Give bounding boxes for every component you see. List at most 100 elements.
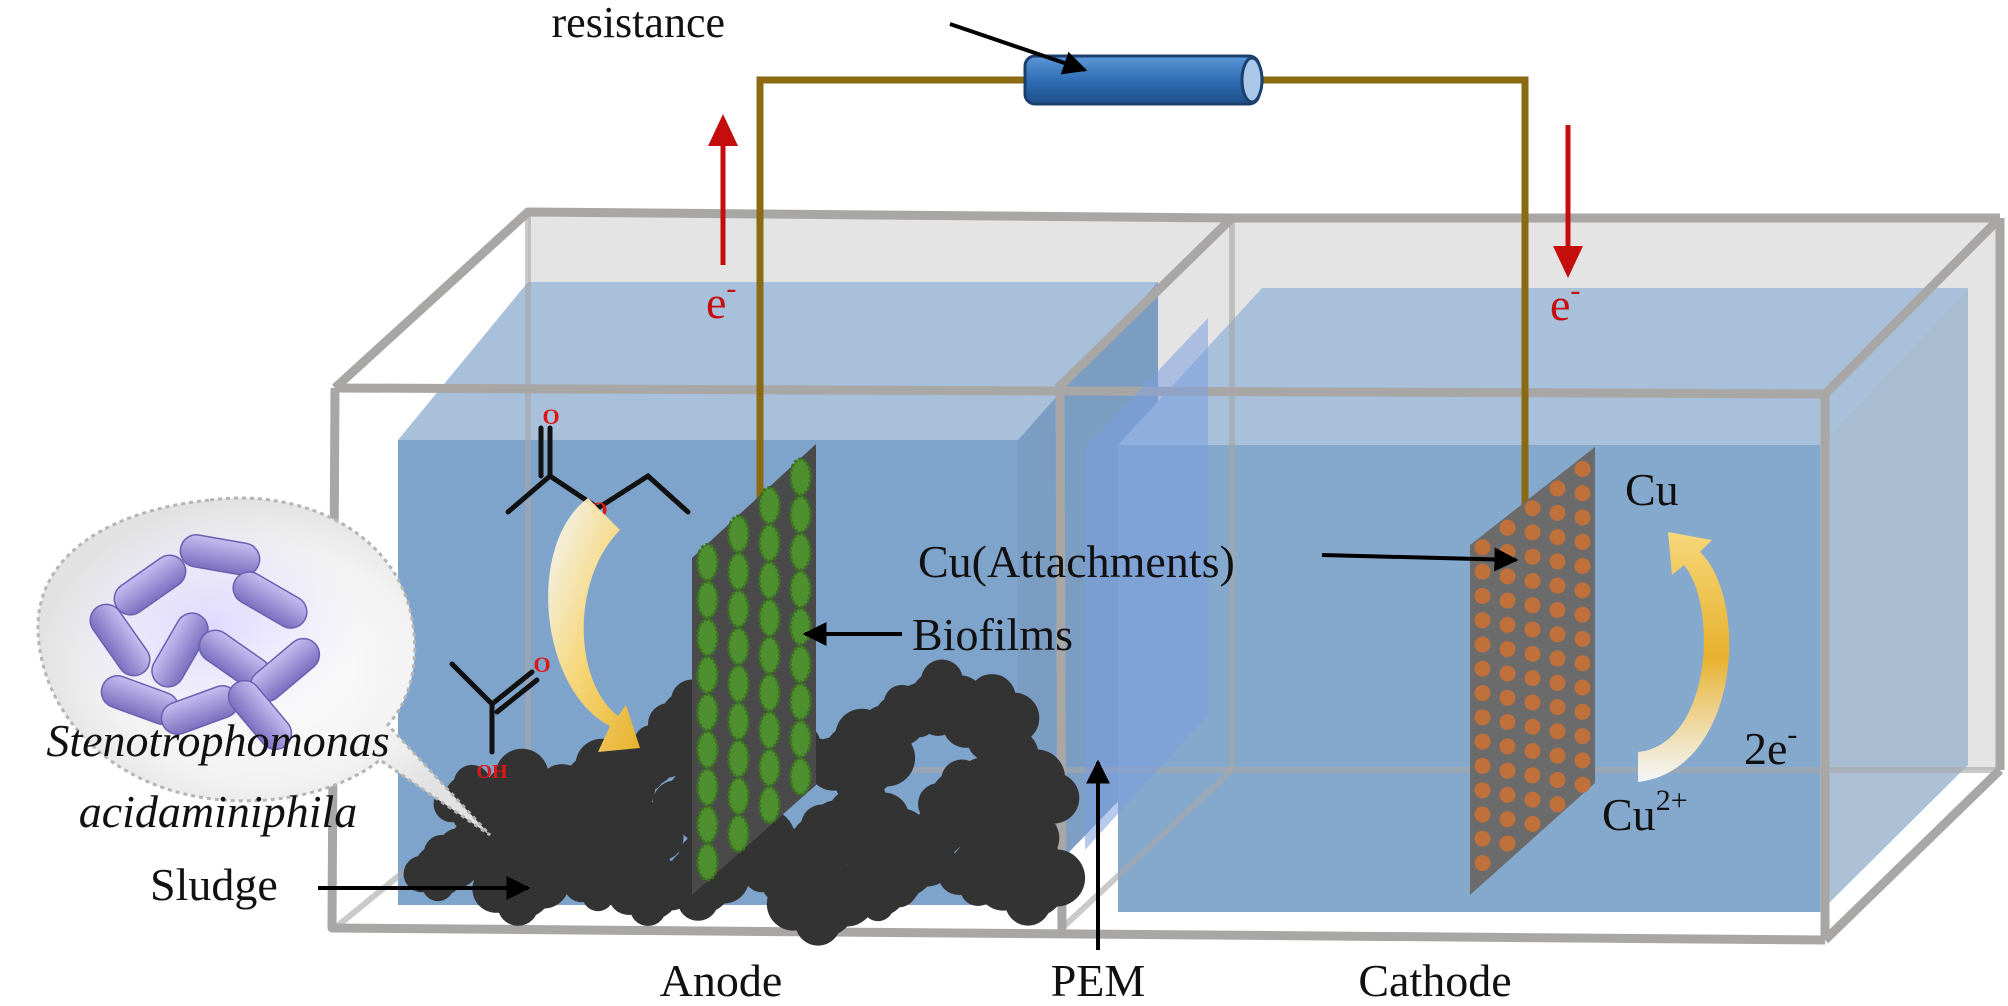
cu-deposit-dot — [1524, 791, 1541, 808]
biofilm-patch — [727, 776, 750, 816]
biofilm-patch — [758, 560, 781, 600]
ester-carbonyl-oxygen: O — [542, 404, 559, 429]
biofilm-patch — [789, 494, 812, 534]
cu-deposit-dot — [1524, 743, 1541, 759]
biofilm-patch — [696, 692, 719, 732]
cu-deposit-dot — [1499, 835, 1516, 852]
cu-deposit-dot — [1524, 500, 1541, 517]
biofilm-patch — [789, 569, 812, 609]
biofilm-patch — [789, 719, 812, 759]
biofilms-label: Biofilms — [912, 609, 1073, 660]
cu-ion-label: Cu2+ — [1602, 784, 1688, 840]
cu-deposit-dot — [1549, 480, 1566, 497]
biofilm-patch — [727, 514, 750, 554]
sludge-blob — [466, 748, 576, 846]
cu-deposit-dot — [1474, 612, 1491, 629]
cu-deposit-dot — [1499, 616, 1516, 633]
cu-deposit-dot — [1574, 485, 1591, 502]
biofilm-patch — [696, 767, 719, 807]
biofilm-patch — [758, 748, 781, 788]
cu-deposit-dot — [1474, 709, 1491, 726]
cu-deposit-dot — [1549, 796, 1566, 813]
biofilm-patch — [758, 785, 781, 825]
cu-deposit-dot — [1474, 855, 1491, 872]
biofilm-patch — [727, 814, 750, 854]
cu-deposit-dot — [1474, 563, 1491, 580]
biofilm-patch — [727, 626, 750, 666]
cu-deposit-dot — [1574, 752, 1591, 769]
cu-deposit-dot — [1499, 568, 1516, 585]
bacterium-rod — [89, 603, 151, 677]
biofilm-patch — [789, 532, 812, 572]
pem-membrane — [1085, 318, 1208, 850]
biofilm-patch — [727, 589, 750, 629]
cathode-water — [1118, 288, 1968, 912]
sludge-blob — [766, 848, 876, 946]
sludge-blob — [843, 854, 918, 922]
biofilm-patch — [789, 457, 812, 497]
bacteria-callout: Stenotrophomonas acidaminiphila — [36, 496, 492, 837]
cu-deposit-dot — [1524, 524, 1541, 541]
bacterium-rod — [232, 571, 308, 629]
biofilm-patch — [789, 757, 812, 797]
cu-attachments-label: Cu(Attachments) — [918, 536, 1235, 587]
biofilm-patch — [758, 485, 781, 525]
biofilm-patch — [789, 682, 812, 722]
cu-deposit-dot — [1474, 830, 1491, 847]
electron-flow-right: e- — [1550, 125, 1583, 330]
cu-deposit-dot — [1549, 747, 1566, 764]
cu-deposit-dot — [1474, 587, 1491, 604]
biofilm-patch — [758, 710, 781, 750]
cu-deposit-dot — [1499, 519, 1516, 536]
sludge-blob — [976, 828, 1086, 926]
external-circuit: resistance — [552, 0, 1529, 512]
cu-deposit-dot — [1524, 621, 1541, 638]
cu-deposit-dot — [1574, 533, 1591, 550]
cu-deposit-dot — [1524, 573, 1541, 589]
electron-flow-left: e- — [706, 114, 738, 328]
cu-deposit-dot — [1524, 597, 1541, 614]
cu-deposit-dot — [1474, 806, 1491, 823]
sludge-blob — [942, 674, 1040, 761]
acid-hydroxyl: OH — [476, 761, 508, 783]
cu-deposit-dot — [1574, 509, 1591, 526]
biofilm-patch — [727, 739, 750, 779]
biofilm-patch — [758, 635, 781, 675]
biofilm-patch — [696, 580, 719, 620]
cu-deposit-dot — [1574, 776, 1591, 793]
organism-name-line1: Stenotrophomonas — [46, 715, 389, 766]
cu-deposit-dot — [1549, 626, 1566, 643]
cu-deposit-dot — [1549, 601, 1566, 618]
cu-deposit-dot — [1499, 641, 1516, 658]
cu-deposit-dot — [1499, 665, 1516, 682]
cu-deposit-dot — [1524, 694, 1541, 711]
cu-deposit-dot — [1574, 703, 1591, 720]
sludge-blob — [982, 754, 1080, 841]
biofilm-patches — [696, 457, 812, 882]
cu-deposit-dot — [1524, 645, 1541, 662]
biofilm-patch — [758, 673, 781, 713]
biofilm-patch — [758, 598, 781, 638]
electron-right-label: e- — [1550, 274, 1580, 330]
biofilm-patch — [696, 617, 719, 657]
cu-deposit-dot — [1499, 762, 1516, 779]
cu-deposit-dot — [1499, 592, 1516, 609]
cu-deposit-dot — [1574, 728, 1591, 745]
cu-deposit-dot — [1524, 718, 1541, 735]
pem-label: PEM — [1051, 955, 1146, 1001]
biofilm-patch — [696, 842, 719, 882]
cu-deposit-dot — [1474, 685, 1491, 702]
cu-deposit-dot — [1474, 782, 1491, 799]
cu-attachments-leader-arrow — [1321, 547, 1519, 572]
resistance-leader-arrow — [949, 22, 1088, 75]
bacterium-rod — [151, 612, 209, 688]
biofilm-patch — [696, 542, 719, 582]
cu-deposit-dot — [1474, 733, 1491, 750]
biofilm-patch — [727, 701, 750, 741]
cu-deposit-dot — [1474, 660, 1491, 677]
biofilm-patch — [727, 664, 750, 704]
cu-deposit-dot — [1574, 655, 1591, 672]
cu-deposit-dot — [1574, 679, 1591, 696]
